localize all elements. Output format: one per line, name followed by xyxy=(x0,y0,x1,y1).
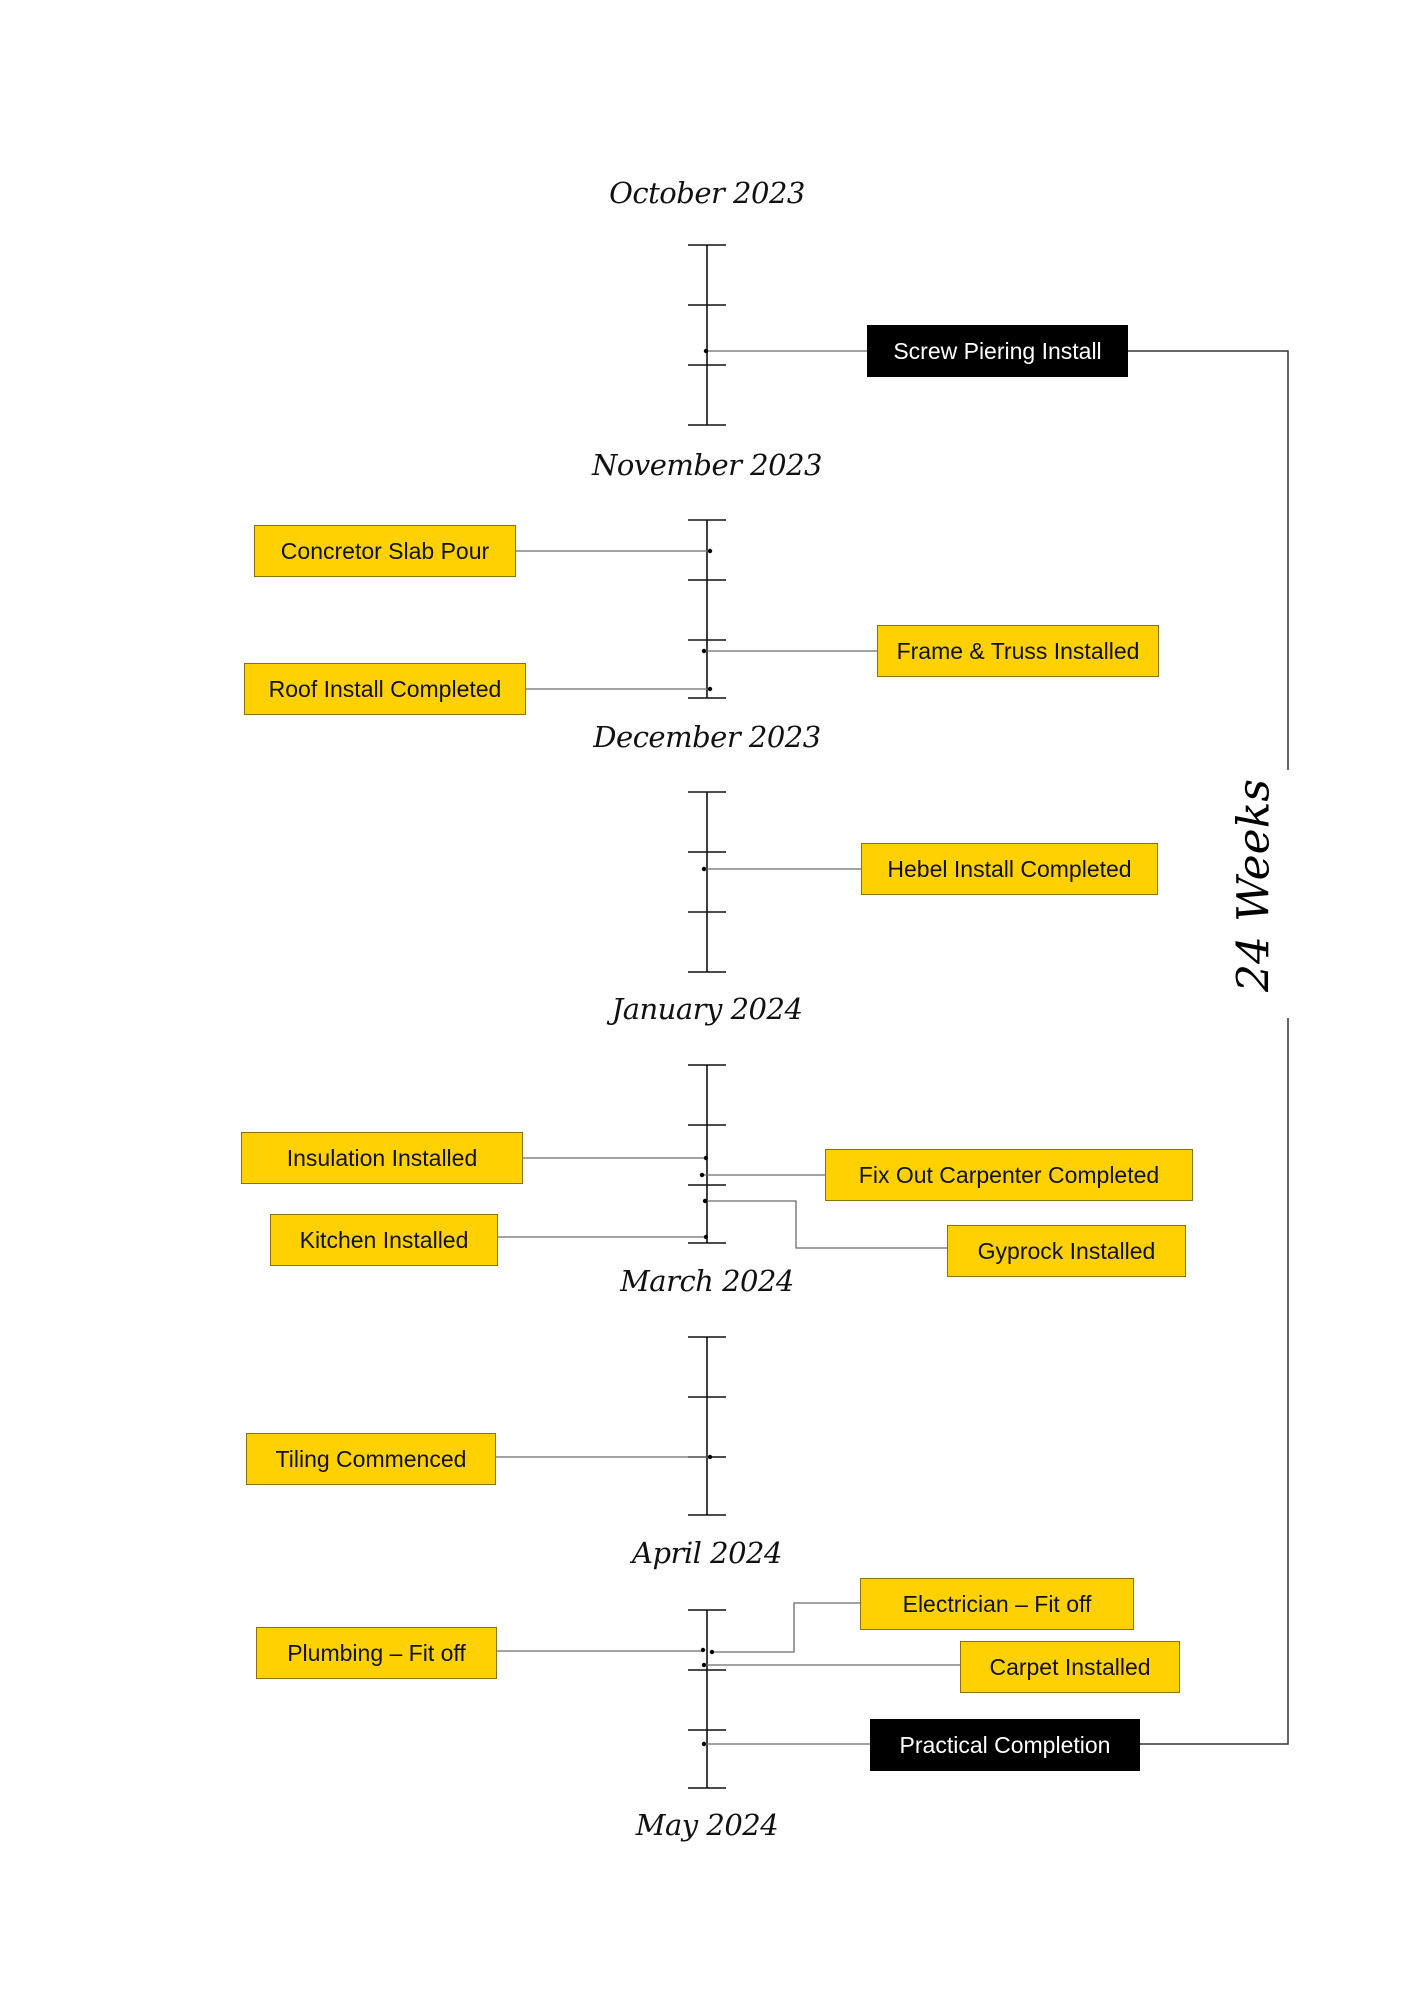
task-gyprock-installed: Gyprock Installed xyxy=(947,1225,1186,1277)
connector-dots xyxy=(699,348,715,1747)
task-frame-truss-installed: Frame & Truss Installed xyxy=(877,625,1159,677)
task-roof-install-completed: Roof Install Completed xyxy=(244,663,526,715)
task-screw-piering-install: Screw Piering Install xyxy=(867,325,1128,377)
month-label-march-2024: March 2024 xyxy=(620,1264,794,1298)
task-plumbing-fit-off: Plumbing – Fit off xyxy=(256,1627,497,1679)
task-electrician-fit-off: Electrician – Fit off xyxy=(860,1578,1134,1630)
month-label-january-2024: January 2024 xyxy=(611,992,803,1026)
task-hebel-install-completed: Hebel Install Completed xyxy=(861,843,1158,895)
task-insulation-installed: Insulation Installed xyxy=(241,1132,523,1184)
month-label-may-2024: May 2024 xyxy=(635,1808,779,1842)
duration-bracket xyxy=(1128,350,1289,1745)
month-label-december-2023: December 2023 xyxy=(593,720,821,754)
task-concretor-slab-pour: Concretor Slab Pour xyxy=(254,525,516,577)
month-label-november-2023: November 2023 xyxy=(592,448,823,482)
month-label-october-2023: October 2023 xyxy=(609,176,805,210)
task-kitchen-installed: Kitchen Installed xyxy=(270,1214,498,1266)
task-practical-completion: Practical Completion xyxy=(870,1719,1140,1771)
task-fix-out-carpenter-completed: Fix Out Carpenter Completed xyxy=(825,1149,1193,1201)
month-label-april-2024: April 2024 xyxy=(632,1536,782,1570)
task-tiling-commenced: Tiling Commenced xyxy=(246,1433,496,1485)
duration-label: 24 Weeks xyxy=(1228,779,1280,992)
task-carpet-installed: Carpet Installed xyxy=(960,1641,1180,1693)
connector-lines xyxy=(496,350,962,1745)
timeline-axis xyxy=(688,244,726,1789)
